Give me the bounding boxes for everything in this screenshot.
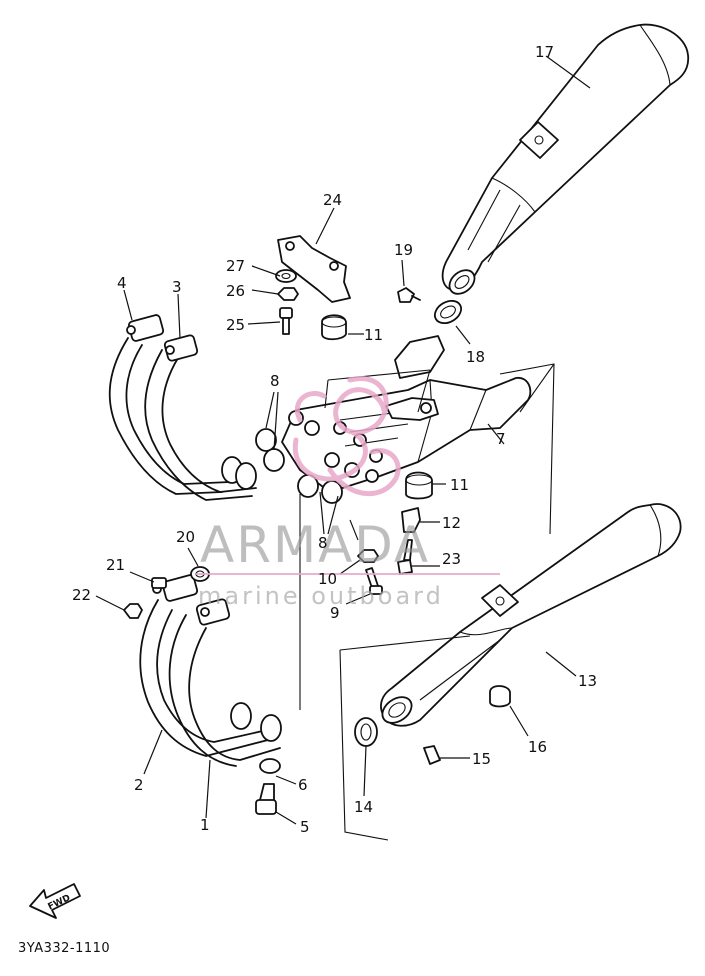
nut-26 (277, 287, 299, 301)
assembly-lines (299, 363, 555, 841)
grommet-11-upper (321, 314, 347, 341)
part-label-17: 17 (535, 43, 554, 61)
watermark: ARMADA marine outboard (196, 376, 500, 610)
part-label-18: 18 (466, 348, 485, 366)
part-label-9: 9 (330, 604, 340, 622)
part-label-26: 26 (226, 282, 245, 300)
part-number-labels: 17 24 27 26 25 19 11 18 4 3 8 7 11 12 8 … (72, 43, 597, 836)
part-label-11-lower: 11 (450, 476, 469, 494)
part-label-4: 4 (117, 274, 127, 292)
gaskets-8-upper (255, 428, 285, 472)
header-pipes-upper (108, 314, 257, 501)
gasket-14 (354, 717, 378, 747)
header-pipes-lower (139, 574, 282, 767)
part-label-23: 23 (442, 550, 461, 568)
part-label-6: 6 (298, 776, 308, 794)
part-label-13: 13 (578, 672, 597, 690)
part-label-24: 24 (323, 191, 342, 209)
part-label-1: 1 (200, 816, 210, 834)
bolt-15 (423, 745, 441, 765)
part-label-20: 20 (176, 528, 195, 546)
bolt-19 (397, 287, 421, 303)
gasket-18 (433, 299, 463, 325)
stud-21 (151, 577, 167, 589)
nut-10 (357, 549, 379, 563)
bolt-23 (397, 539, 413, 575)
part-label-12: 12 (442, 514, 461, 532)
exhaust-collector (281, 335, 532, 493)
part-label-27: 27 (226, 257, 245, 275)
part-label-11-upper: 11 (364, 326, 383, 344)
watermark-logo-knot (292, 376, 401, 496)
part-label-15: 15 (472, 750, 491, 768)
grommet-16 (489, 685, 511, 708)
part-label-10: 10 (318, 570, 337, 588)
part-label-7: 7 (496, 430, 506, 448)
bracket-24 (277, 235, 351, 303)
part-label-19: 19 (394, 241, 413, 259)
part-label-2: 2 (134, 776, 144, 794)
bolt-25 (279, 307, 293, 335)
bolt-5 (255, 783, 277, 815)
part-label-8-upper: 8 (270, 372, 280, 390)
forward-direction-arrow: FWD (29, 883, 81, 919)
part-label-14: 14 (354, 798, 373, 816)
diagram-code: 3YA332-1110 (18, 941, 110, 956)
watermark-tagline: marine outboard (198, 582, 444, 610)
gasket-6 (259, 758, 281, 774)
collar-12 (401, 507, 421, 533)
grommet-11-lower (405, 471, 433, 500)
nut-22 (123, 603, 143, 619)
part-label-3: 3 (172, 278, 182, 296)
part-label-8-lower: 8 (318, 534, 328, 552)
part-label-16: 16 (528, 738, 547, 756)
leader-lines (95, 55, 591, 825)
part-label-21: 21 (106, 556, 125, 574)
watermark-brand: ARMADA (200, 516, 430, 574)
washer-27 (275, 269, 297, 283)
part-label-25: 25 (226, 316, 245, 334)
part-label-22: 22 (72, 586, 91, 604)
muffler-lower (380, 503, 682, 727)
muffler-upper (441, 23, 690, 295)
part-label-5: 5 (300, 818, 310, 836)
